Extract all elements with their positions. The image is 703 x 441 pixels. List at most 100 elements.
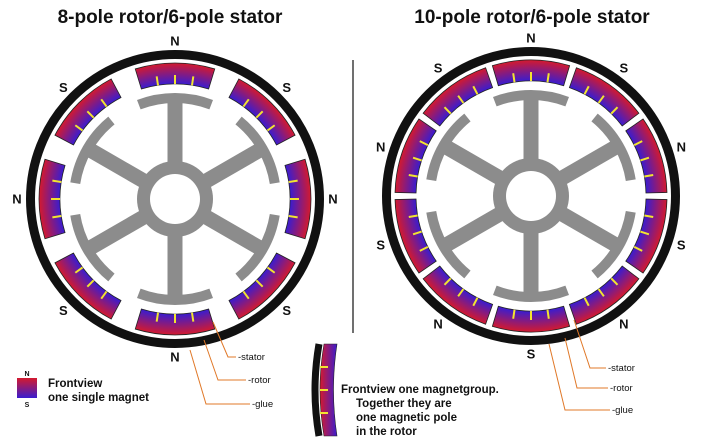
- glue-line: [52, 215, 62, 219]
- stator-arm: [442, 204, 509, 252]
- pole-label: N: [433, 316, 442, 331]
- stator-arc: [70, 214, 115, 282]
- glue-line: [74, 124, 84, 132]
- glue-line: [472, 297, 479, 307]
- glue-line: [412, 230, 422, 236]
- shaft-hole: [506, 171, 556, 221]
- magnet-group: [134, 62, 216, 90]
- glue-line: [155, 76, 159, 86]
- magnet-group: [394, 118, 437, 194]
- glue-line: [288, 179, 298, 183]
- glue-line: [74, 266, 84, 274]
- glue-line: [633, 245, 643, 252]
- right-motor-title: 10-pole rotor/6-pole stator: [414, 7, 650, 28]
- magnet-group: [422, 67, 494, 127]
- glue-line: [443, 106, 452, 115]
- glue-line: [610, 277, 619, 286]
- right-callout-rotor: -rotor: [610, 383, 633, 394]
- left-motor-title: 8-pole rotor/6-pole stator: [58, 7, 283, 28]
- magnet-group: [394, 198, 437, 274]
- magnet-group: [228, 78, 296, 146]
- magnet-group-body: [625, 118, 668, 194]
- glue-line: [155, 312, 159, 322]
- pole-label: S: [620, 61, 629, 76]
- magnet-group: [228, 252, 296, 320]
- magnet-group: [284, 158, 312, 240]
- glue-line: [86, 110, 95, 119]
- pole-label: N: [12, 192, 21, 207]
- glue-line: [100, 98, 108, 108]
- magnet-group: [422, 265, 494, 325]
- glue-line: [644, 174, 654, 178]
- group-caption-line2: Together they are: [356, 398, 452, 410]
- right-callout-stator: -stator: [608, 363, 635, 374]
- left-leader-stator: [212, 321, 236, 358]
- stator-arm: [197, 207, 264, 255]
- left-callout-stator: -stator: [238, 352, 265, 363]
- glue-line: [100, 290, 108, 300]
- stator-arm: [86, 143, 153, 191]
- glue-line: [640, 230, 650, 236]
- magnet-group: [568, 67, 640, 127]
- magnet-group: [54, 252, 122, 320]
- stator-arm: [442, 140, 509, 188]
- magnet-group: [568, 265, 640, 325]
- legend-single-magnet: N S Frontview one single magnet: [17, 371, 149, 409]
- stator: [70, 92, 280, 306]
- shaft-hole: [150, 174, 200, 224]
- single-magnet-n-label: N: [24, 371, 29, 378]
- glue-line: [191, 76, 195, 86]
- left-leader-glue: [189, 349, 250, 405]
- pole-label: S: [59, 303, 68, 318]
- magnet-group: [38, 158, 66, 240]
- glue-line: [443, 277, 452, 286]
- magnet-group: [491, 59, 571, 87]
- pole-label: S: [677, 237, 686, 252]
- legend-magnet-group: Frontview one magnetgroup. Together they…: [311, 343, 499, 438]
- single-magnet-s-label: S: [25, 402, 30, 409]
- stator-arc: [70, 116, 115, 184]
- glue-line: [255, 110, 264, 119]
- glue-line: [597, 95, 605, 104]
- single-magnet-swatch: [17, 378, 37, 398]
- magnet-group: [625, 118, 668, 194]
- glue-line: [640, 156, 650, 162]
- rotor-ring: [382, 47, 680, 345]
- glue-line: [266, 266, 276, 274]
- magnet-group-body: [394, 198, 437, 274]
- stator-arm: [197, 143, 264, 191]
- glue-line: [546, 73, 550, 83]
- right-callout-glue: -glue: [612, 405, 633, 416]
- pole-label: S: [376, 237, 385, 252]
- stator-arc: [426, 113, 471, 181]
- group-caption-line3: one magnetic pole: [356, 412, 457, 424]
- magnet-group: [625, 198, 668, 274]
- glue-line: [583, 85, 590, 95]
- glue-line: [457, 95, 465, 104]
- glue-line: [412, 156, 422, 162]
- pole-label: S: [434, 61, 443, 76]
- single-magnet-caption-line1: Frontview: [48, 378, 102, 390]
- glue-line: [288, 215, 298, 219]
- glue-line: [419, 140, 429, 147]
- magnet-group-body: [394, 118, 437, 194]
- glue-line: [546, 309, 550, 319]
- glue-line: [472, 85, 479, 95]
- pole-label: N: [526, 31, 535, 46]
- glue-line: [512, 309, 516, 319]
- single-magnet-caption-line2: one single magnet: [48, 392, 149, 404]
- right-callouts: -stator -rotor -glue: [548, 319, 635, 416]
- left-callouts: -stator -rotor -glue: [189, 321, 273, 410]
- rotor-ring: [26, 50, 324, 348]
- glue-line: [633, 140, 643, 147]
- glue-line: [644, 214, 654, 218]
- stator-arm: [553, 140, 620, 188]
- pole-label: S: [527, 347, 536, 362]
- glue-line: [86, 279, 95, 288]
- group-caption-line1: Frontview one magnetgroup.: [341, 384, 499, 396]
- stator-arc: [235, 214, 280, 282]
- glue-line: [242, 98, 250, 108]
- stator-arc: [591, 211, 636, 279]
